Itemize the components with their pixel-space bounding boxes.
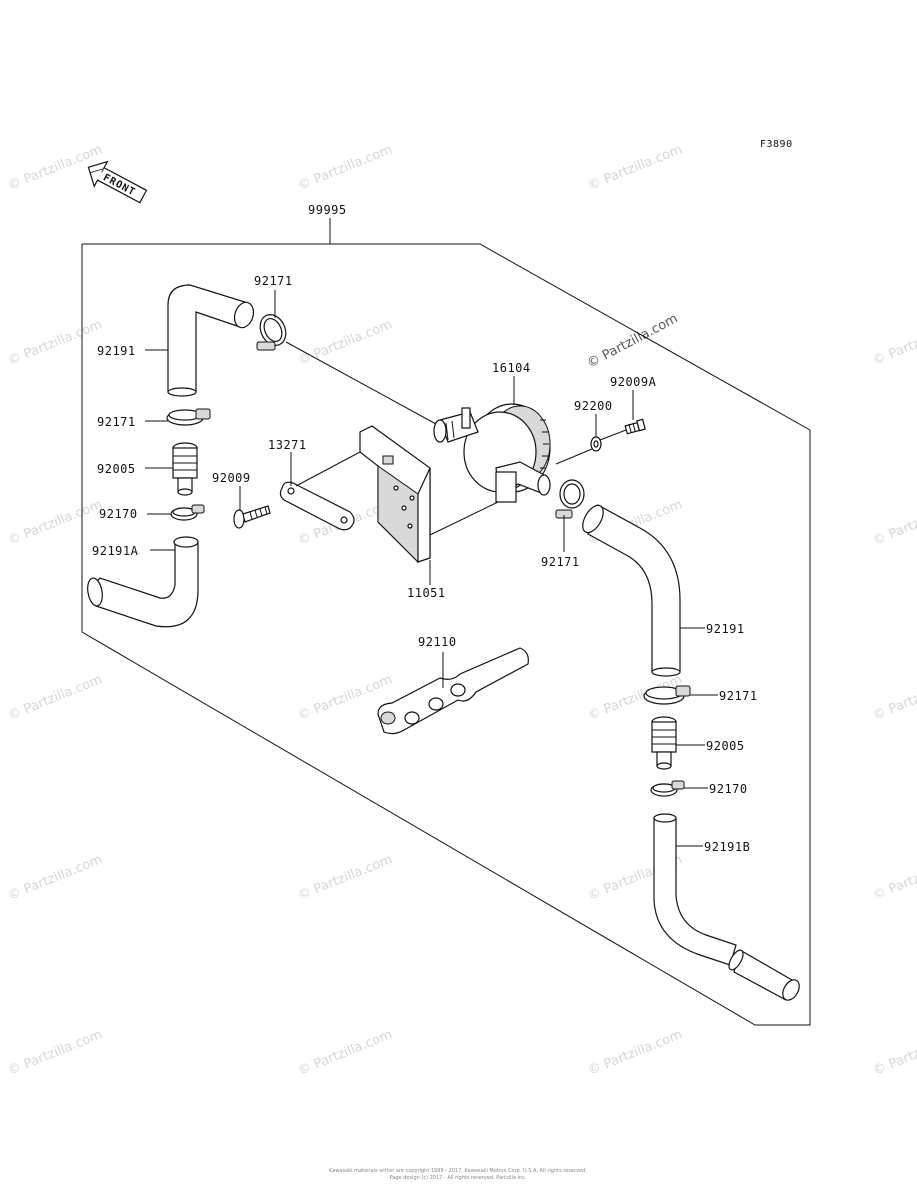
clamp-92171-left	[166, 408, 211, 426]
watermark: © Partzilla.com	[6, 852, 105, 903]
label-92191: 92191	[97, 344, 136, 358]
label-13271: 13271	[268, 438, 307, 452]
label-92170: 92170	[709, 782, 748, 796]
watermark: © Partzilla.com	[6, 672, 105, 723]
bracket-13271	[279, 481, 355, 531]
footer-design: Page design (c) 2017 - All rights reserv…	[390, 1175, 527, 1181]
kit-outline	[81, 218, 811, 1026]
watermark: © Partzilla.com	[296, 142, 395, 193]
part-labels: 92171 92191 92171 92005 92170 92191A 132…	[92, 274, 758, 854]
fitting-92005-left	[172, 442, 198, 496]
footer-copyright: Kawasaki materials within are copyright …	[329, 1168, 587, 1174]
label-16104: 16104	[492, 361, 531, 375]
label-11051: 11051	[407, 586, 446, 600]
watermark: © Partzilla.com	[6, 1027, 105, 1078]
clamp-92171-top	[256, 314, 287, 351]
label-92171: 92171	[719, 689, 758, 703]
bracket-11051	[359, 425, 431, 564]
clamp-92171-mid	[555, 479, 585, 519]
hose-92191a	[87, 536, 199, 628]
label-92009: 92009	[212, 471, 251, 485]
label-92171: 92171	[254, 274, 293, 288]
plate-92110	[377, 647, 529, 735]
label-92191: 92191	[706, 622, 745, 636]
watermark-featured: © Partzilla.com	[585, 311, 681, 371]
label-92110: 92110	[418, 635, 457, 649]
bolt-92009a	[624, 418, 646, 435]
washer-92200	[590, 436, 602, 452]
leader-lines	[145, 290, 718, 847]
kit-label: 99995	[308, 203, 347, 217]
label-92191b: 92191B	[704, 840, 750, 854]
label-92200: 92200	[574, 399, 613, 413]
label-92009a: 92009A	[610, 375, 657, 389]
clamp-92170-left	[170, 504, 205, 521]
watermark: © Partzilla.com	[871, 672, 917, 723]
hose-92191b	[653, 813, 800, 1001]
figure-code: F3890	[760, 139, 793, 150]
watermark: © Partzilla.com	[296, 1027, 395, 1078]
watermark: © Partzilla.com	[586, 142, 685, 193]
watermark: © Partzilla.com	[6, 317, 105, 368]
label-92191a: 92191A	[92, 544, 139, 558]
fitting-92005-right	[651, 716, 677, 770]
front-arrow-icon: FRONT	[87, 160, 148, 204]
label-92005: 92005	[97, 462, 136, 476]
clamp-92170-right	[650, 780, 685, 797]
watermark: © Partzilla.com	[871, 497, 917, 548]
watermark: © Partzilla.com	[6, 497, 105, 548]
watermark: © Partzilla.com	[871, 852, 917, 903]
label-92170: 92170	[99, 507, 138, 521]
watermark: © Partzilla.com	[296, 852, 395, 903]
bolt-92009	[233, 505, 271, 529]
strainer-16104	[433, 403, 551, 503]
hose-92191-right	[582, 504, 681, 677]
watermark: © Partzilla.com	[296, 317, 395, 368]
watermark: © Partzilla.com	[871, 1027, 917, 1078]
label-92171: 92171	[97, 415, 136, 429]
watermark: © Partzilla.com	[871, 317, 917, 368]
label-92005: 92005	[706, 739, 745, 753]
clamp-92171-right	[643, 685, 691, 705]
label-92171: 92171	[541, 555, 580, 569]
watermark: © Partzilla.com	[586, 1027, 685, 1078]
hose-92191-left	[167, 284, 255, 397]
